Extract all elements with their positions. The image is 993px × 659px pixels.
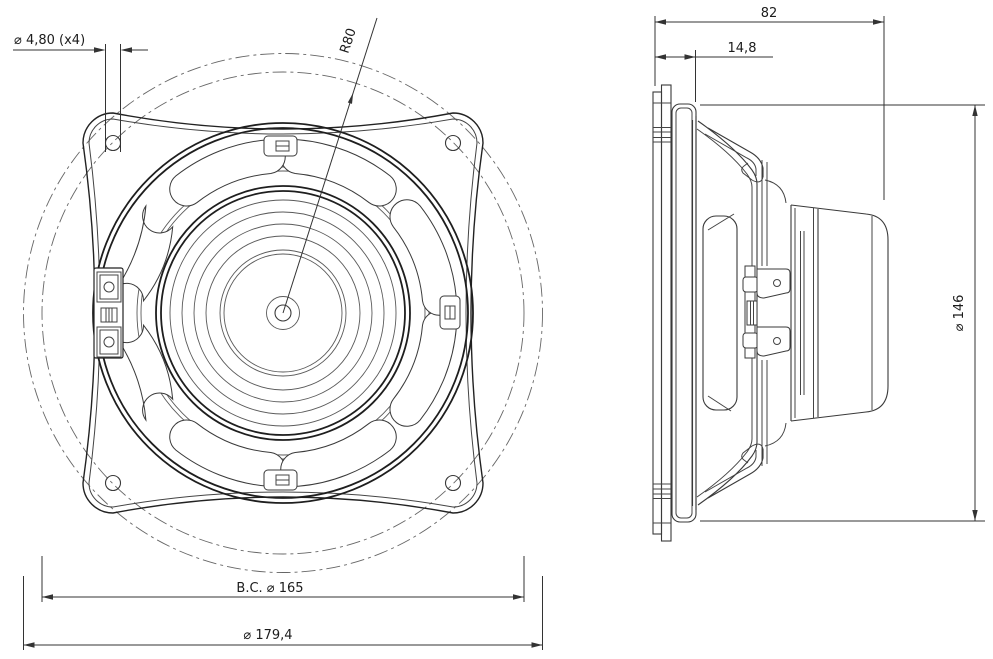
dimensions: ⌀ 4,80 (x4) R80 82 14,8 (13, 6, 985, 650)
cone-circles (92, 122, 474, 504)
dim-total-depth: 82 (654, 6, 885, 200)
label-total-depth: 82 (761, 6, 778, 21)
label-cone-radius: R80 (338, 26, 360, 55)
side-magnet (790, 204, 889, 422)
frame-tab-top (263, 135, 298, 157)
frame-tab-bottom (263, 469, 298, 491)
vent-slot-left-lower (108, 323, 174, 422)
label-mounting-depth: 14,8 (728, 41, 757, 56)
dust-cap-circle (219, 249, 347, 377)
outer-diameter-centerline-circle (23, 53, 543, 573)
dim-overall-diameter: ⌀ 179,4 (23, 576, 543, 650)
vent-slot-left-upper (108, 204, 174, 303)
center-hole (274, 304, 292, 322)
vent-slot-right-upper (389, 199, 457, 316)
frame-tabs (263, 135, 461, 491)
label-overall-diameter: ⌀ 179,4 (243, 628, 292, 643)
terminal-block (93, 267, 124, 359)
terminal-tab-hole-bottom (773, 337, 781, 345)
dim-mounting-depth: 14,8 (655, 41, 773, 102)
basket-shoulder-top (764, 179, 787, 204)
side-terminals (742, 265, 791, 359)
bolt-circle-centerline (41, 71, 525, 555)
terminal-tab-hole-top (773, 279, 781, 287)
label-rear-diameter: ⌀ 146 (952, 295, 967, 332)
vent-slot-bottom-right (280, 419, 397, 487)
dim-bolt-circle: B.C. ⌀ 165 (41, 556, 525, 602)
basket-hook-top (704, 127, 764, 183)
center-boss-circle (266, 296, 300, 330)
side-view (652, 84, 889, 542)
basket-shoulder-bottom (764, 422, 787, 447)
label-mounting-holes: ⌀ 4,80 (x4) (14, 33, 85, 48)
side-flange (652, 84, 672, 542)
vent-slot-top-left (169, 139, 286, 207)
dim-mounting-holes: ⌀ 4,80 (x4) (13, 33, 148, 152)
basket-hook-bottom (704, 443, 764, 499)
dim-rear-diameter: ⌀ 146 (700, 104, 985, 522)
label-bolt-circle: B.C. ⌀ 165 (236, 581, 303, 596)
terminal-hole-negative (103, 336, 115, 348)
terminal-hole-positive (103, 281, 115, 293)
basket-window (702, 213, 738, 412)
frame-tab-right (439, 295, 461, 330)
basket-leg-inner (696, 128, 753, 498)
front-view (23, 53, 543, 573)
vent-slots (108, 139, 457, 487)
gasket-outer-circle (92, 122, 474, 504)
magnet-outline (790, 204, 889, 422)
